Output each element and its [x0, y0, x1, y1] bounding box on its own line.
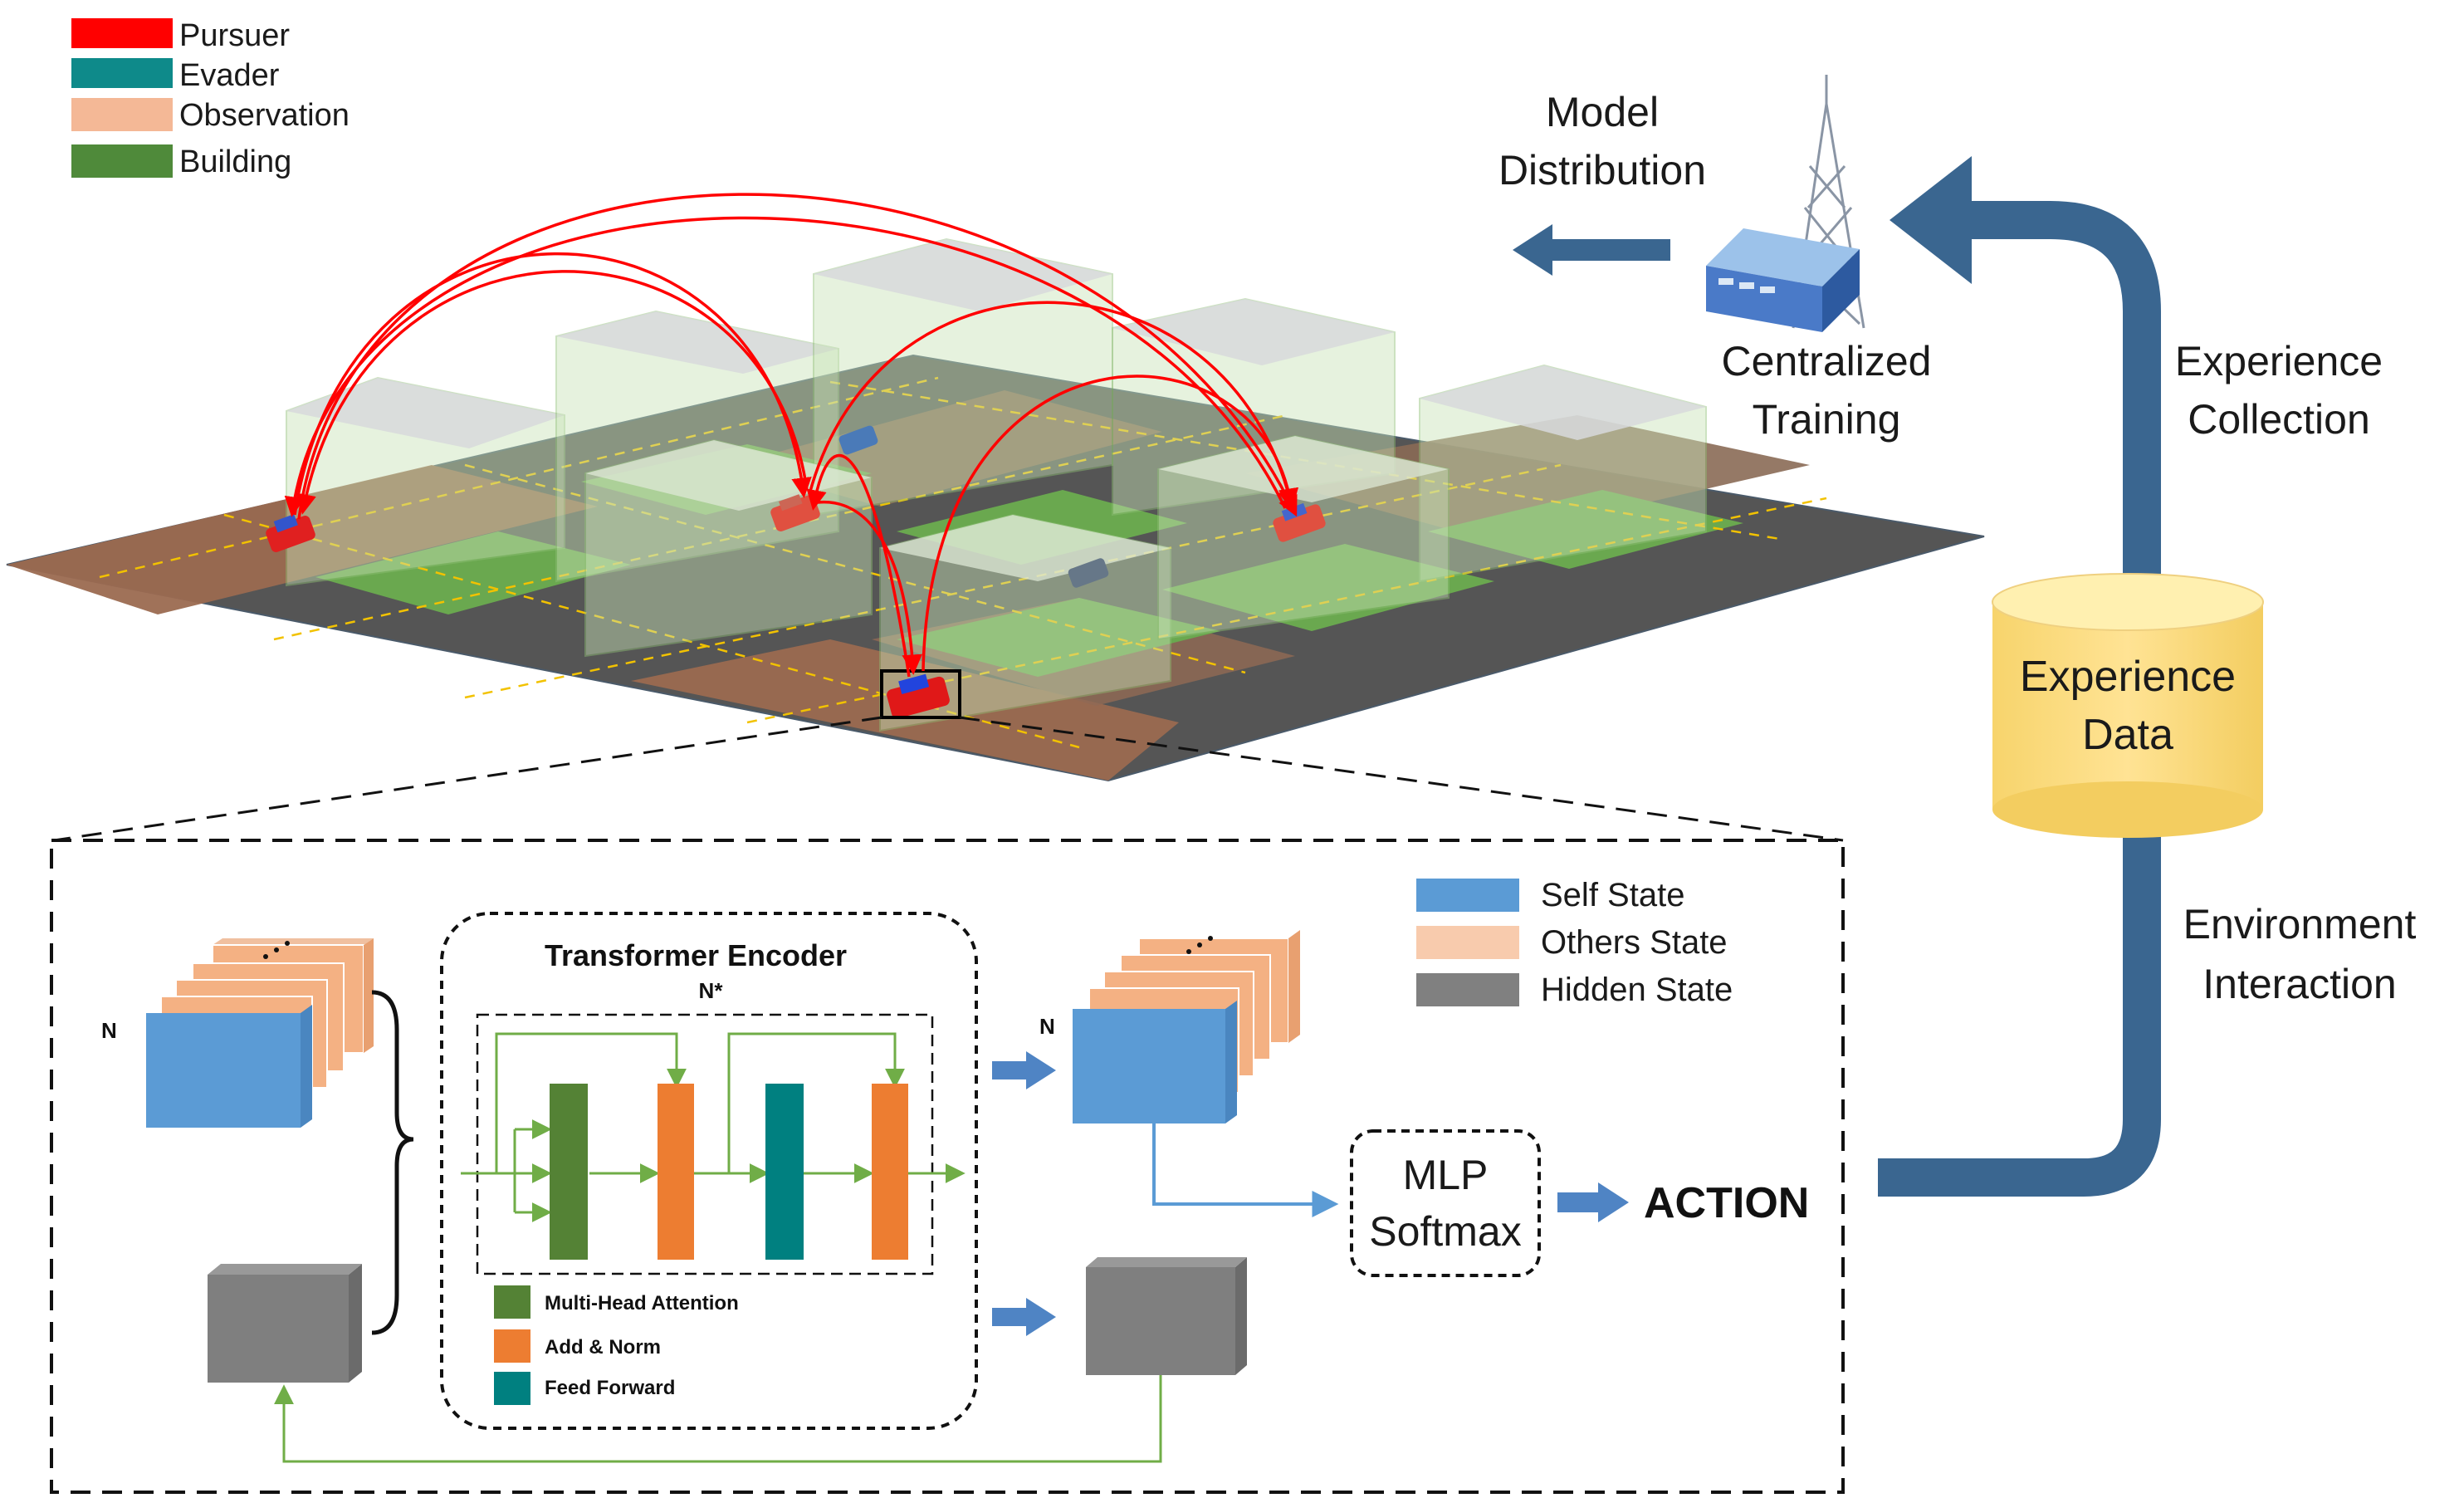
legend-label-self-state: Self State [1541, 877, 1684, 913]
add-norm-block [872, 1084, 908, 1260]
legend-swatch-observation [71, 98, 173, 131]
observation-zone [1245, 415, 1810, 540]
legend-label-building: Building [179, 144, 291, 179]
hidden-feedback-line [274, 1375, 1162, 1463]
encoder-flow [461, 1032, 966, 1222]
experience-data-line2: Data [2082, 711, 2173, 759]
output-hidden-state [1086, 1257, 1247, 1375]
n-label-left: N [101, 1018, 117, 1043]
pipeline-arrowhead [1890, 156, 1972, 284]
encoder-outer-box [440, 912, 978, 1430]
communication-arcs [284, 193, 1299, 678]
evader-car [838, 425, 878, 455]
legend-label-hidden-state: Hidden State [1541, 972, 1733, 1008]
input-state-stack: N [101, 938, 374, 1128]
centralized-training-line1: Centralized [1722, 338, 1932, 384]
model-distribution-arrow [1513, 224, 1670, 276]
building-footprint [897, 598, 1220, 677]
legend-swatch-hidden-state [1416, 973, 1519, 1006]
building-footprint [1428, 490, 1743, 569]
mlp-to-action-arrow [1557, 1182, 1629, 1222]
encoder-inner-box [476, 1013, 934, 1275]
legend-swatch-building [71, 144, 173, 178]
legend-swatch-addnorm [494, 1329, 530, 1363]
mlp-softmax-box: MLP Softmax [1350, 1129, 1541, 1277]
state-legend: Self State Others State Hidden State [1416, 877, 1733, 1008]
model-distribution-line2: Distribution [1498, 147, 1706, 193]
legend-label-mha: Multi-Head Attention [545, 1292, 739, 1314]
legend-swatch-evader [71, 58, 173, 88]
model-distribution-line1: Model [1546, 89, 1659, 135]
legend-label-addnorm: Add & Norm [545, 1336, 661, 1358]
pursuer-car-focused [887, 673, 950, 719]
experience-collection-line1: Experience [2175, 338, 2383, 384]
legend-swatch-ff [494, 1372, 530, 1405]
ellipsis-dot [274, 947, 279, 952]
self-state-block [146, 1013, 301, 1128]
experience-data-line1: Experience [2020, 653, 2236, 701]
evader-car [1068, 558, 1109, 588]
ellipsis-dot [1186, 949, 1191, 954]
ellipsis-dot [1208, 936, 1213, 941]
experience-collection-line2: Collection [2188, 396, 2370, 443]
building-footprint [1162, 544, 1494, 631]
encoder-repeat-label: N* [699, 978, 724, 1003]
zoom-lines [53, 716, 1844, 842]
input-hidden-state [208, 1264, 362, 1383]
legend-label-others-state: Others State [1541, 924, 1728, 961]
experience-data-cylinder: Experience Data [1992, 573, 2264, 838]
encoder-title: Transformer Encoder [545, 938, 847, 972]
hidden-to-output-arrow [992, 1298, 1056, 1336]
pipeline-flow-arrow [1878, 201, 2161, 1197]
mlp-line2: Softmax [1369, 1208, 1521, 1255]
add-norm-block [658, 1084, 694, 1260]
legend-swatch-self-state [1416, 879, 1519, 912]
pursuer-car [266, 514, 315, 552]
encoder-to-output-arrow [992, 1051, 1056, 1089]
multi-head-attention-block [550, 1084, 588, 1260]
feed-forward-block [765, 1084, 804, 1260]
centralized-training-line2: Training [1753, 396, 1901, 443]
server-tower-icon [1706, 75, 1865, 332]
legend-swatch-others-state [1416, 926, 1519, 959]
legend-label-pursuer: Pursuer [179, 18, 290, 53]
network-panel [50, 839, 1845, 1494]
action-label: ACTION [1644, 1179, 1809, 1227]
n-label-right: N [1039, 1014, 1055, 1039]
legend-swatch-mha [494, 1285, 530, 1319]
building-footprint [315, 531, 631, 614]
mlp-line1: MLP [1403, 1152, 1489, 1198]
city-scene [6, 193, 1985, 782]
ellipsis-dot [285, 941, 290, 946]
legend-label-ff: Feed Forward [545, 1377, 675, 1399]
legend-swatch-pursuer [71, 18, 173, 48]
environment-interaction-line1: Environment [2183, 901, 2417, 947]
ellipsis-dot [263, 954, 268, 959]
legend-label-evader: Evader [179, 58, 280, 93]
legend-top: Pursuer Evader Observation Building [71, 18, 350, 179]
output-self-state-block [1073, 1009, 1225, 1124]
input-brace [371, 990, 414, 1335]
legend-label-observation: Observation [179, 98, 350, 133]
output-state-stack: N [1039, 930, 1300, 1124]
pipeline: Experience Data Experience Collection En… [1498, 75, 2417, 1197]
ellipsis-dot [1197, 942, 1202, 947]
self-to-mlp-line [1152, 1124, 1339, 1217]
environment-interaction-line2: Interaction [2202, 961, 2396, 1007]
transformer-encoder: Transformer Encoder N* Multi-Head Attent… [440, 912, 978, 1430]
